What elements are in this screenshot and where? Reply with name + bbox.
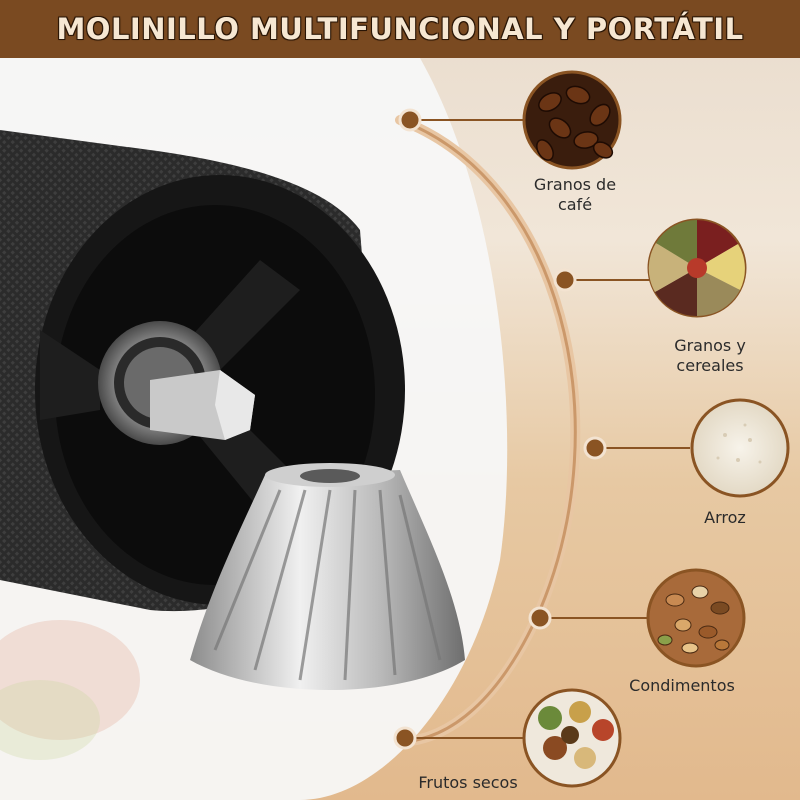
- blurred-fruit-2: [0, 680, 100, 760]
- arc-dots: [393, 108, 607, 750]
- connector-lines: [405, 119, 690, 739]
- coffee-beans-icon: [522, 70, 622, 170]
- spices-icon: [522, 688, 622, 788]
- mixed-nuts-icon: [646, 568, 746, 668]
- bearing: [98, 321, 255, 445]
- conical-burr: [190, 463, 465, 690]
- page-title: MOLINILLO MULTIFUNCIONAL Y PORTÁTIL: [56, 12, 744, 46]
- blurred-fruit: [0, 620, 140, 740]
- feature-label-grains: Granos y cereales: [674, 336, 746, 375]
- grains-cereals-icon: [647, 218, 747, 318]
- feature-label-coffee: Granos de café: [533, 175, 617, 214]
- feature-label-nuts: Frutos secos: [418, 773, 518, 792]
- title-bar: MOLINILLO MULTIFUNCIONAL Y PORTÁTIL: [0, 0, 800, 58]
- feature-label-condiments: Condimentos: [629, 676, 735, 695]
- product-scene: [0, 58, 790, 800]
- rice-flour-icon: [690, 398, 790, 498]
- feature-label-rice: Arroz: [704, 508, 746, 527]
